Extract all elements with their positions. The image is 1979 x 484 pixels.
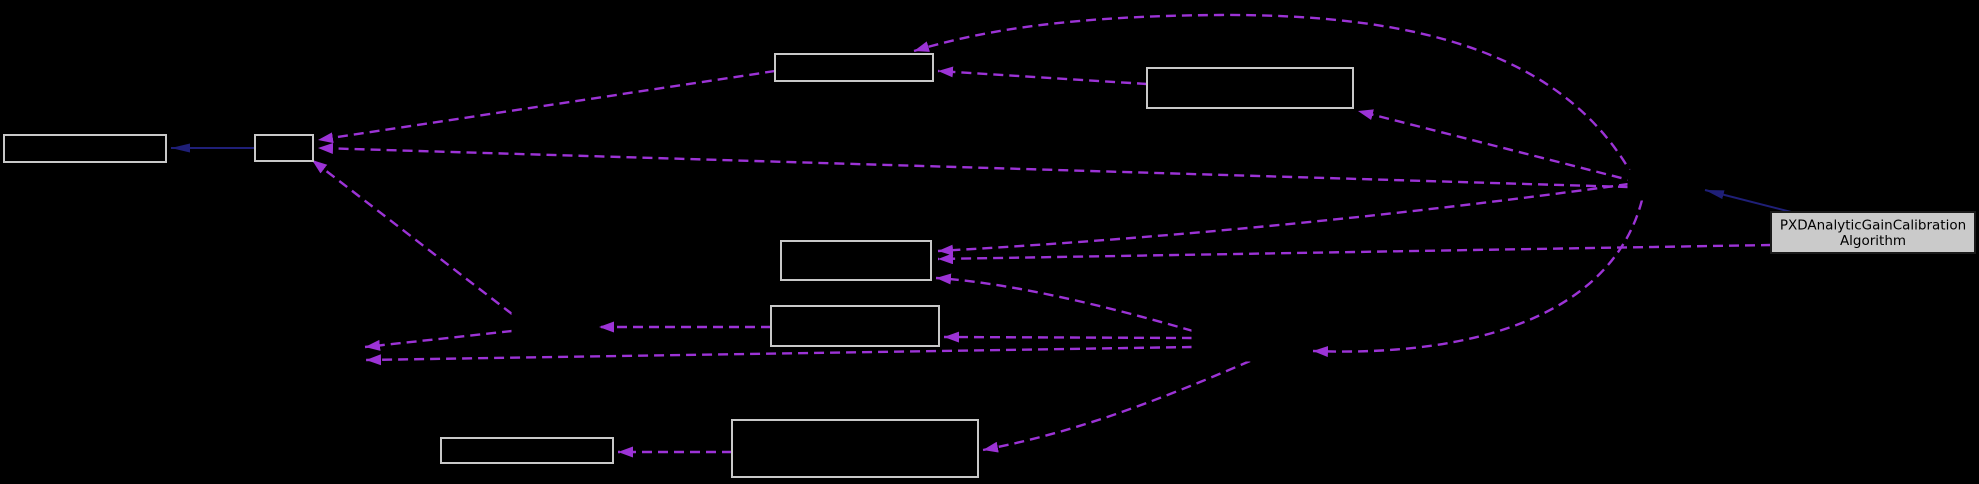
hub-left <box>299 339 361 365</box>
node-top-right-box[interactable] <box>1146 67 1354 109</box>
hub-right-box <box>1627 169 1703 201</box>
edge-hubright-topmiddle-arc <box>913 13 1636 179</box>
edge-topright-topmiddle <box>937 66 1148 86</box>
node-far-left[interactable] <box>3 134 167 163</box>
edge-hubmid-middleupper <box>935 273 1194 333</box>
node-small-left-box[interactable] <box>254 134 314 162</box>
edge-hubcenter-hubleft <box>364 329 513 351</box>
hub-center-box <box>511 312 595 334</box>
hub-center <box>511 312 595 334</box>
edge-topmiddle-smallleft <box>317 69 776 144</box>
node-highlight-box[interactable] <box>1770 211 1976 254</box>
node-bottom-big[interactable] <box>731 419 979 478</box>
node-middle-upper[interactable] <box>780 240 932 281</box>
node-small-left[interactable] <box>254 134 314 162</box>
node-top-middle[interactable] <box>774 53 934 82</box>
node-far-left-box[interactable] <box>3 134 167 163</box>
node-middle-upper-box[interactable] <box>780 240 932 281</box>
edge-hubmid-middlelower <box>943 331 1193 343</box>
edge-hubmid-bottombig-curve <box>982 359 1251 453</box>
edge-highlight-middleupper <box>937 243 1772 265</box>
hub-mid-box <box>1191 327 1309 362</box>
hub-left-box <box>299 339 361 365</box>
node-bottom-big-box[interactable] <box>731 419 979 478</box>
edge-hubright-smallleft-long <box>317 142 1629 189</box>
node-top-middle-box[interactable] <box>774 53 934 82</box>
edge-hubright-middleupper <box>937 182 1630 256</box>
hub-right <box>1627 169 1703 201</box>
node-top-right[interactable] <box>1146 67 1354 109</box>
edge-hubright-hubmid-curve <box>1312 199 1644 358</box>
hub-mid <box>1191 327 1309 362</box>
node-middle-lower-box[interactable] <box>770 305 940 347</box>
edge-hubmid-hubleft-long <box>365 345 1193 366</box>
node-bottom-left[interactable] <box>440 437 614 464</box>
node-bottom-left-box[interactable] <box>440 437 614 464</box>
edge-hubcenter-smallleft-diag <box>311 159 513 315</box>
node-middle-lower[interactable] <box>770 305 940 347</box>
edges-layer <box>171 13 1800 458</box>
edge-highlight-hubright <box>1704 189 1800 215</box>
